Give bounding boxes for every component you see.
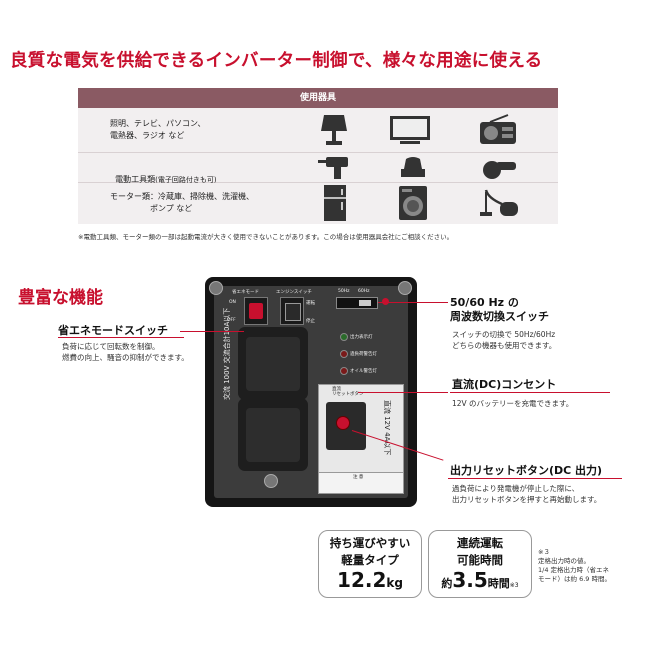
row-sublabel: (電子回路付きも可) <box>155 176 217 184</box>
oil-led <box>340 367 348 375</box>
features-title: 豊富な機能 <box>18 288 103 308</box>
stop-label: 停止 <box>306 319 315 324</box>
weight-line1: 持ち運びやすい <box>329 536 411 550</box>
eco-switch-desc: 負荷に応じて回転数を制御。 燃費の向上、騒音の抑制ができます。 <box>62 342 189 362</box>
table-footnote: ※電動工具類、モーター類の一部は起動電流が大きく使用できないことがあります。この… <box>78 233 454 241</box>
table-row <box>78 108 558 153</box>
tv-icon <box>390 116 430 144</box>
title-underline <box>58 337 184 338</box>
freq-switch-title: 50/60 Hz の 周波数切換スイッチ <box>450 296 549 323</box>
dc-rating-text: 直流 12V 4A以下 <box>383 400 391 456</box>
output-led <box>340 333 348 341</box>
frequency-indicator <box>382 298 389 305</box>
washer-icon <box>399 186 427 220</box>
callout-line <box>180 331 244 332</box>
weight-line2: 軽量タイプ <box>341 553 399 567</box>
title-underline <box>450 392 610 393</box>
caution-title: 注 意 <box>353 475 364 480</box>
runtime-line1: 連続運転 <box>457 536 503 550</box>
weight-spec-box: 持ち運びやすい 軽量タイプ 12.2kg <box>318 530 422 598</box>
runtime-unit: 時間 <box>487 577 510 590</box>
dc-reset-label: 直流 リセットボタン <box>332 387 364 397</box>
table-row <box>78 152 558 183</box>
row-label: 照明、テレビ、パソコン、 電熱器、ラジオ など <box>110 119 206 140</box>
callout-line <box>378 302 448 303</box>
runtime-value: 3.5 <box>452 568 488 592</box>
sander-icon <box>401 157 425 177</box>
radio-icon <box>480 114 516 144</box>
runtime-footnote: ※３ 定格出力時の値。 1/4 定格出力時（省エネ モード）は約 6.9 時間。 <box>538 548 611 583</box>
dc-outlet[interactable] <box>326 402 366 450</box>
fridge-icon <box>324 185 346 221</box>
lamp-icon <box>321 115 347 145</box>
title-underline <box>448 478 622 479</box>
dc-outlet-desc: 12V のバッテリーを充電できます。 <box>452 399 574 408</box>
runtime-spec-box: 連続運転 可能時間 約3.5時間※3 <box>428 530 532 598</box>
row-label: 電動工具類 <box>115 175 156 184</box>
row-label: モーター類：冷蔵庫、掃除機、洗濯機、 ポンプ など <box>110 192 254 213</box>
headline: 良質な電気を供給できるインバーター制御で、様々な用途に使える <box>10 51 543 71</box>
oil-led-label: オイル警告灯 <box>350 369 377 374</box>
caution-label: 注 意 <box>318 472 404 494</box>
reset-button-desc: 過負荷により発電機が停止した際に、 出力リセットボタンを押すと再始動します。 <box>452 484 602 504</box>
dc-outlet-title: 直流(DC)コンセント <box>452 378 557 391</box>
hz50-label: 50Hz <box>338 289 350 294</box>
callout-line <box>358 392 448 393</box>
eco-switch-label: 省エネモード <box>232 290 259 295</box>
overload-led <box>340 350 348 358</box>
row-label-wrap: 電動工具類(電子回路付きも可) <box>110 162 217 186</box>
drill-icon <box>318 157 348 179</box>
dc-reset-button[interactable] <box>336 416 350 430</box>
overload-led-label: 過負荷警告灯 <box>350 352 377 357</box>
screw-icon <box>209 281 223 295</box>
reset-button-title: 出力リセットボタン(DC 出力) <box>450 464 603 477</box>
device-table <box>78 88 558 224</box>
freq-switch-desc: スイッチの切換で 50Hz/60Hz どちらの機器も使用できます。 <box>452 330 557 350</box>
on-label: ON <box>229 300 236 305</box>
frequency-switch[interactable] <box>336 297 378 309</box>
engine-switch[interactable] <box>280 297 304 325</box>
grinder-icon <box>483 161 516 179</box>
weight-unit: kg <box>386 576 403 590</box>
screw-icon <box>398 281 412 295</box>
ac-rating-text: 交流 100V 交流合計10A以下 <box>223 307 231 400</box>
runtime-line2: 可能時間 <box>457 553 503 567</box>
engine-switch-label: エンジンスイッチ <box>276 290 312 295</box>
ac-outlet-lower[interactable] <box>238 398 308 471</box>
hz60-label: 60Hz <box>358 289 370 294</box>
output-led-label: 出力表示灯 <box>350 335 373 340</box>
eco-mode-switch[interactable] <box>244 297 268 325</box>
weight-value: 12.2 <box>337 568 387 592</box>
vacuum-icon <box>480 189 518 216</box>
off-label: OFF <box>227 318 236 323</box>
runtime-note-mark: ※3 <box>509 582 519 589</box>
run-label: 運転 <box>306 301 315 306</box>
ac-outlet-upper[interactable] <box>238 327 308 400</box>
ground-terminal-icon <box>264 474 278 488</box>
eco-switch-title: 省エネモードスイッチ <box>58 324 168 337</box>
table-header: 使用器具 <box>78 88 558 108</box>
runtime-prefix: 約 <box>441 577 453 590</box>
